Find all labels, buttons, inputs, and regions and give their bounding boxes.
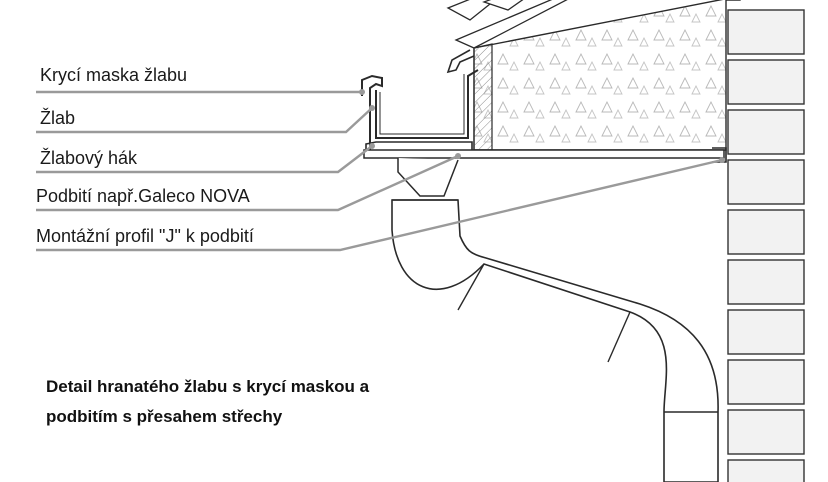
leader-soffit — [36, 154, 459, 212]
roof-tile-edge — [446, 0, 497, 21]
leader-dots — [359, 89, 725, 163]
soffit-board — [363, 149, 725, 159]
brick — [727, 409, 805, 455]
downpipe — [391, 199, 719, 482]
caption-line-1: Detail hranatého žlabu s krycí maskou a — [46, 377, 370, 396]
dot-hanger — [369, 143, 375, 149]
label-gutter-hanger: Žlabový hák — [40, 148, 138, 168]
leader-gutter — [36, 107, 373, 134]
brick-wall — [727, 9, 805, 482]
dot-gutter — [369, 105, 375, 111]
caption-line-2: podbitím s přesahem střechy — [46, 407, 283, 426]
label-gutter-cover-mask: Krycí maska žlabu — [40, 65, 187, 85]
label-soffit: Podbití např.Galeco NOVA — [36, 186, 250, 206]
brick — [727, 9, 805, 55]
drip-flashing — [446, 49, 475, 74]
brick — [727, 309, 805, 355]
brick — [727, 209, 805, 255]
downpipe-seam-1 — [457, 263, 485, 311]
dot-soffit — [455, 153, 461, 159]
brick — [727, 159, 805, 205]
roof-deck — [454, 0, 568, 49]
box-gutter-inner — [379, 74, 465, 135]
leader-lines — [36, 90, 723, 252]
downpipe-seam-2 — [607, 311, 631, 363]
gutter-outlet — [397, 158, 459, 197]
label-j-profile: Montážní profil "J" k podbití — [36, 226, 254, 246]
leader-j-profile — [36, 158, 723, 252]
j-profile — [712, 147, 727, 163]
label-gutter: Žlab — [40, 108, 75, 128]
brick — [727, 59, 805, 105]
roof-tile-edge-2 — [482, 0, 524, 11]
brick — [727, 259, 805, 305]
brick — [727, 459, 805, 482]
fascia-board — [473, 43, 493, 151]
dot-mask — [359, 89, 365, 95]
brick — [727, 359, 805, 405]
box-gutter — [375, 69, 479, 139]
gutter-cover-mask — [361, 74, 383, 150]
dot-j-profile — [719, 157, 725, 163]
brick — [727, 109, 805, 155]
gutter-hanger — [365, 141, 473, 152]
leader-hanger — [36, 145, 373, 174]
